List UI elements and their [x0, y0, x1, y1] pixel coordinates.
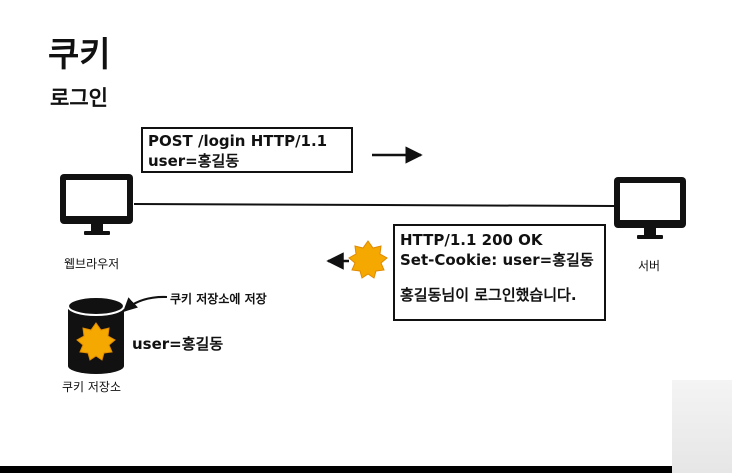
server-monitor-icon — [614, 177, 686, 239]
cookie-store-annotation: 쿠키 저장소에 저장 — [170, 292, 267, 306]
cookie-icon — [348, 240, 388, 279]
stored-cookie-icon — [76, 322, 116, 361]
response-body: 홍길동님이 로그인했습니다. — [400, 286, 577, 304]
request-line: POST /login HTTP/1.1 — [148, 132, 328, 150]
page-title: 쿠키 — [48, 35, 111, 75]
page-subtitle: 로그인 — [50, 86, 108, 110]
response-message-box: HTTP/1.1 200 OK Set-Cookie: user=홍길동 홍길동… — [393, 224, 606, 321]
database-icon — [67, 296, 125, 374]
cookie-store-value: user=홍길동 — [132, 335, 224, 353]
request-body: user=홍길동 — [148, 152, 240, 170]
response-status-line: HTTP/1.1 200 OK — [400, 231, 543, 249]
curved-arrow-icon — [122, 295, 168, 312]
request-message-box: POST /login HTTP/1.1 user=홍길동 — [141, 127, 353, 173]
server-label: 서버 — [638, 259, 661, 273]
cookie-store-label: 쿠키 저장소 — [62, 380, 122, 394]
video-thumbnail-overlay — [672, 380, 732, 473]
browser-monitor-icon — [60, 174, 133, 235]
browser-label: 웹브라우저 — [64, 257, 120, 271]
connection-line — [133, 203, 615, 207]
response-set-cookie-header: Set-Cookie: user=홍길동 — [400, 251, 594, 269]
